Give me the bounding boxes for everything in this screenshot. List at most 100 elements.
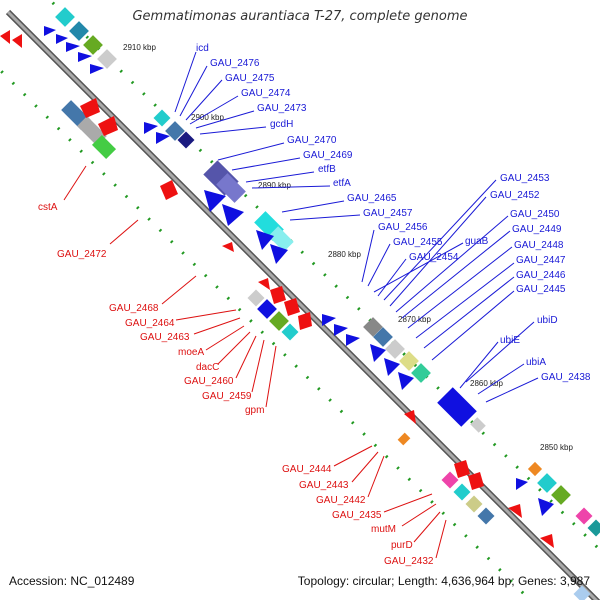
feature-block[interactable] [397,432,411,446]
forward-gene[interactable] [516,478,528,490]
feature-block[interactable] [385,339,405,359]
gene-label[interactable]: GAU_2454 [409,252,459,263]
gene-label[interactable]: GAU_2475 [225,73,275,84]
feature-block[interactable] [97,49,117,69]
feature-block[interactable] [373,327,393,347]
forward-gene[interactable] [78,52,92,62]
feature-block[interactable] [363,317,383,337]
feature-block[interactable] [257,299,277,319]
gene-label[interactable]: GAU_2442 [316,495,366,506]
gene-label[interactable]: icd [196,43,209,54]
feature-block[interactable] [55,7,75,27]
feature-block[interactable] [527,461,543,477]
forward-gene[interactable] [66,42,80,52]
feature-block[interactable] [268,226,294,252]
gene-label[interactable]: GAU_2446 [516,270,566,281]
gene-label[interactable]: GAU_2476 [210,58,260,69]
forward-gene[interactable] [90,64,104,74]
reverse-gene[interactable] [540,534,554,548]
gene-label[interactable]: GAU_2465 [347,193,397,204]
feature-block[interactable] [573,585,591,600]
forward-gene[interactable] [44,26,56,36]
feature-block[interactable] [269,311,289,331]
gene-label[interactable]: GAU_2459 [202,391,252,402]
gene-label[interactable]: cstA [38,202,58,213]
gene-label[interactable]: etfA [333,178,351,189]
gene-label[interactable]: mutM [371,524,396,535]
reverse-gene[interactable] [298,312,312,330]
gene-label[interactable]: ubiD [537,315,558,326]
gene-label[interactable]: GAU_2452 [490,190,540,201]
feature-block[interactable] [537,473,557,493]
reverse-gene[interactable] [12,34,22,48]
feature-block[interactable] [247,289,265,307]
forward-gene[interactable] [156,132,170,144]
feature-block[interactable] [83,35,103,55]
gene-label[interactable]: GAU_2469 [303,150,353,161]
forward-gene[interactable] [222,204,244,226]
gene-label[interactable]: GAU_2470 [287,135,337,146]
gene-label[interactable]: ubiE [500,335,520,346]
gene-label[interactable]: GAU_2448 [514,240,564,251]
feature-block[interactable] [551,485,571,505]
forward-gene[interactable] [270,244,288,264]
gene-label[interactable]: GAU_2460 [184,376,234,387]
gene-label[interactable]: GAU_2450 [510,209,560,220]
gene-label[interactable]: GAU_2453 [500,173,550,184]
reverse-gene[interactable] [468,472,484,490]
reverse-gene[interactable] [270,286,286,304]
reverse-gene[interactable] [80,98,100,118]
gene-label[interactable]: GAU_2449 [512,224,562,235]
gene-label[interactable]: GAU_2468 [109,303,159,314]
gene-label[interactable]: GAU_2438 [541,372,591,383]
gene-label[interactable]: dacC [196,362,219,373]
reverse-gene[interactable] [284,298,300,316]
gene-label[interactable]: GAU_2456 [378,222,428,233]
forward-gene[interactable] [256,230,274,250]
gene-label[interactable]: GAU_2464 [125,318,175,329]
gene-label[interactable]: gcdH [270,119,293,130]
feature-block[interactable] [216,173,246,203]
forward-gene[interactable] [370,344,386,362]
gene-label[interactable]: GAU_2474 [241,88,291,99]
forward-gene[interactable] [144,122,158,134]
feature-block[interactable] [575,507,593,525]
reverse-gene[interactable] [508,504,522,518]
reverse-gene[interactable] [222,242,234,252]
feature-block[interactable] [587,519,600,537]
gene-label[interactable]: gpm [245,405,264,416]
feature-block[interactable] [441,471,459,489]
gene-label[interactable]: GAU_2444 [282,464,332,475]
gene-label[interactable]: GAU_2443 [299,480,349,491]
gene-label[interactable]: GAU_2473 [257,103,307,114]
reverse-gene[interactable] [404,410,416,424]
feature-block[interactable] [411,363,431,383]
gene-label[interactable]: GAU_2463 [140,332,190,343]
gene-label[interactable]: GAU_2457 [363,208,413,219]
gene-label[interactable]: GAU_2435 [332,510,382,521]
feature-block[interactable] [477,507,495,525]
gene-label[interactable]: moeA [178,347,204,358]
gene-label[interactable]: GAU_2445 [516,284,566,295]
feature-block[interactable] [281,323,299,341]
gene-label[interactable]: GAU_2447 [516,255,566,266]
reverse-gene[interactable] [98,116,118,136]
gene-label[interactable]: GAU_2432 [384,556,434,567]
forward-gene[interactable] [322,314,336,326]
forward-gene[interactable] [384,358,400,376]
feature-block[interactable] [69,21,89,41]
forward-gene[interactable] [56,34,68,44]
feature-block[interactable] [177,131,195,149]
reverse-gene[interactable] [454,460,470,478]
gene-label[interactable]: GAU_2472 [57,249,107,260]
reverse-gene[interactable] [0,30,10,44]
gene-label[interactable]: guaB [465,236,489,247]
feature-block[interactable] [165,121,185,141]
gene-label[interactable]: purD [391,540,413,551]
forward-gene[interactable] [204,190,226,212]
forward-gene[interactable] [346,334,360,346]
gene-label[interactable]: ubiA [526,357,546,368]
forward-gene[interactable] [538,498,554,516]
gene-label[interactable]: GAU_2455 [393,237,443,248]
feature-block[interactable] [91,134,117,160]
